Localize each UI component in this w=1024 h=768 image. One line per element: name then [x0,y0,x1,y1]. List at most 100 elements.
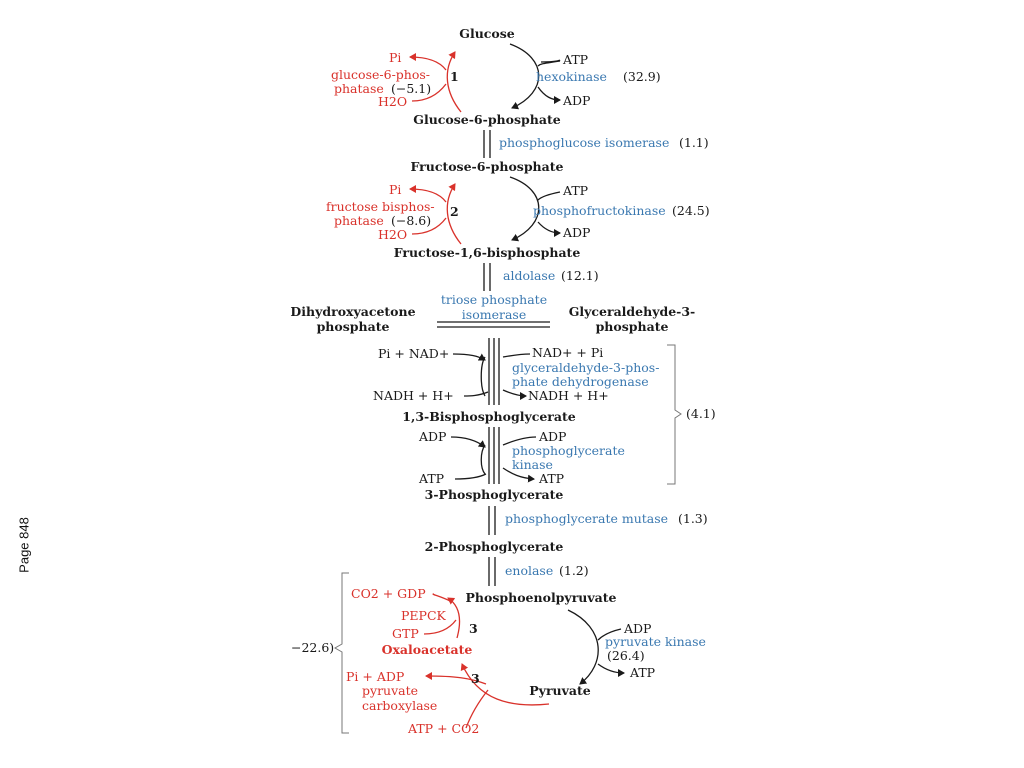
g6pase-name-line2: phatase [334,81,384,96]
dg-aldolase: (12.1) [561,268,599,283]
reverse-pgk-curve [480,444,486,475]
adp-label-pk: ADP [623,621,651,636]
metabolite-1-3-bisphosphoglycerate: 1,3-Bisphosphoglycerate [402,409,575,424]
enzyme-gapdh-line2: phate dehydrogenase [512,374,649,389]
enzyme-pgm: phosphoglycerate mutase [505,511,668,526]
step-2-label: 2 [450,204,459,219]
h2o-in-fbpase [411,217,447,235]
metabolite-dhap-line2: phosphate [317,319,390,334]
enzyme-pgi: phosphoglucose isomerase [499,135,669,150]
pi-out-arrow [409,53,447,71]
pfk-arrow [509,176,540,242]
adp-in-pk [597,628,622,641]
adp-label-pgk-left: ADP [418,429,446,444]
cofactor-atp-co2: ATP + CO2 [407,721,479,736]
pepck-arrow [447,597,461,639]
nad-in-line [502,353,531,358]
atp-out-pk [597,663,625,677]
metabolite-gap-line1: Glyceraldehyde-3- [569,304,696,319]
dg-pfk: (24.5) [672,203,710,218]
enzyme-pepck: PEPCK [401,608,447,623]
enzyme-pyruvate-kinase: pyruvate kinase [605,634,706,649]
fbpase-name-line1: fructose bisphos- [326,199,435,214]
adp-out-pfk [537,221,561,237]
metabolite-2-phosphoglycerate: 2-Phosphoglycerate [425,539,564,554]
cofactor-co2-gdp: CO2 + GDP [351,586,426,601]
metabolite-glucose-6-phosphate: Glucose-6-phosphate [413,112,560,127]
cofactor-nadh-h-left: NADH + H+ [373,388,454,403]
metabolite-oxaloacetate: Oxaloacetate [382,642,473,657]
adp-in-pgk [502,436,537,446]
co2-gdp-out [432,593,451,602]
metabolite-glucose: Glucose [459,26,514,41]
cofactor-pi-nad: Pi + NAD+ [378,346,449,361]
atp-in-hook [537,60,561,67]
atp-in-reverse [454,473,487,480]
atp-in-pfk [537,191,561,201]
pi-nad-out-arrow [452,353,486,361]
fbpase-arrow [446,183,462,245]
dg-pgm: (1.3) [678,511,708,526]
dg-pyruvate-kinase: (26.4) [607,648,645,663]
atp-label-pgk-left: ATP [418,471,444,486]
g6pase-pi: Pi [389,50,401,65]
nadh-in-line [463,391,489,397]
atp-out-pgk [502,467,535,483]
enzyme-pgk-line2: kinase [512,457,553,472]
fbpase-name-line2: phatase [334,213,384,228]
h2o-in-line [411,83,447,102]
enzyme-hexokinase: hexokinase [536,69,607,84]
enzyme-pfk: phosphofructokinase [533,203,666,218]
atp-label-hk: ATP [562,52,588,67]
g6pase-name-line1: glucose-6-phos- [331,67,430,82]
dg-pgi: (1.1) [679,135,709,150]
adp-out-arrow [537,86,561,104]
metabolite-phosphoenolpyruvate: Phosphoenolpyruvate [466,590,617,605]
atp-label-pfk: ATP [562,183,588,198]
cofactor-nad-pi: NAD+ + Pi [532,345,603,360]
enzyme-pc-line1: pyruvate [362,683,418,698]
cofactor-nadh-h-right: NADH + H+ [528,388,609,403]
step-3b-label: 3 [471,671,480,686]
g6pase-arrow [446,51,462,113]
metabolite-gap-line2: phosphate [596,319,669,334]
pi-adp-out [425,672,487,685]
enzyme-pgk-line1: phosphoglycerate [512,443,625,458]
bracket-dg-4-1: (4.1) [686,406,716,421]
metabolite-fructose-1-6-bisphosphate: Fructose-1,6-bisphosphate [394,245,581,260]
atp-label-pgk-right: ATP [538,471,564,486]
enzyme-tpi-line2: isomerase [462,307,526,322]
reverse-gapdh-curve [480,356,486,397]
gluconeogenesis-bracket [333,572,349,734]
enzyme-tpi-line1: triose phosphate [441,292,547,307]
bracket-dg-minus-22-6: −22.6) [291,640,334,655]
pyruvate-kinase-arrow [567,609,599,685]
fbpase-pi: Pi [389,182,401,197]
pi-out-fbpase [409,185,447,203]
adp-out-reverse [450,436,486,448]
metabolite-3-phosphoglycerate: 3-Phosphoglycerate [425,487,564,502]
step-1-label: 1 [450,69,459,84]
dg-enolase: (1.2) [559,563,589,578]
hexokinase-arrow [509,43,540,110]
g6pase-h2o: H2O [378,94,407,109]
metabolite-pyruvate: Pyruvate [529,683,590,698]
adp-label-pgk-right: ADP [538,429,566,444]
cofactor-gtp: GTP [392,626,419,641]
cofactor-pi-adp: Pi + ADP [346,669,404,684]
enzyme-enolase: enolase [505,563,553,578]
gtp-in-pepck [423,619,457,635]
enzyme-gapdh-line1: glyceraldehyde-3-phos- [512,360,659,375]
metabolite-dhap-line1: Dihydroxyacetone [290,304,415,319]
adp-label-hk: ADP [562,93,590,108]
atp-co2-in [465,689,489,729]
step-3a-label: 3 [469,621,478,636]
gapdh-pgk-bracket [667,344,682,485]
adp-label-pfk: ADP [562,225,590,240]
nadh-out-arrow [502,389,527,400]
fbpase-h2o: H2O [378,227,407,242]
metabolite-fructose-6-phosphate: Fructose-6-phosphate [411,159,564,174]
enzyme-pc-line2: carboxylase [362,698,437,713]
g6pase-dg: (−5.1) [391,81,431,96]
